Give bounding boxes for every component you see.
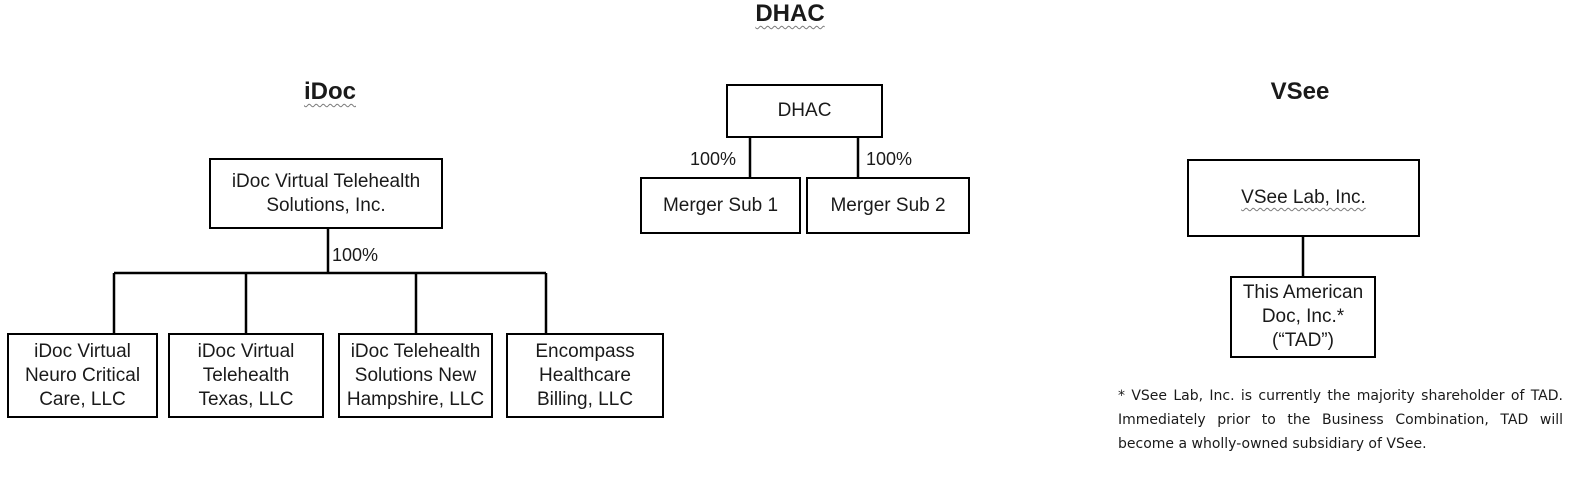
tad-line3: (“TAD”)	[1272, 330, 1334, 351]
idoc-sub-line: iDoc Virtual	[34, 340, 131, 362]
merger-sub-1-label: Merger Sub 1	[662, 194, 779, 216]
idoc-sub-line: Telehealth	[202, 364, 290, 386]
idoc-parent-box: iDoc Virtual Telehealth Solutions, Inc.	[209, 158, 443, 229]
idoc-section-title: iDoc	[280, 78, 380, 106]
vsee-parent-label: VSee Lab, Inc.	[1241, 187, 1366, 208]
dhac-ownership-left-label: 100%	[690, 149, 737, 169]
vsee-footnote: * VSee Lab, Inc. is currently the majori…	[1118, 388, 1563, 452]
dhac-ownership-right-label: 100%	[866, 149, 913, 169]
tad-line1: This American	[1242, 282, 1364, 303]
idoc-ownership-label: 100%	[332, 245, 379, 265]
idoc-sub-line: iDoc Virtual	[197, 340, 295, 362]
tad-box: This American Doc, Inc.* (“TAD”)	[1230, 276, 1376, 358]
idoc-sub-line: Billing, LLC	[536, 388, 634, 410]
vsee-section-title-text: VSee	[1270, 78, 1330, 105]
idoc-subsidiary-box: Encompass Healthcare Billing, LLC	[506, 333, 664, 418]
idoc-sub-line: Care, LLC	[39, 388, 126, 410]
idoc-subsidiary-box: iDoc Virtual Telehealth Texas, LLC	[168, 333, 324, 418]
vsee-parent-box: VSee Lab, Inc.	[1187, 159, 1420, 237]
idoc-sub-line: Neuro Critical	[24, 364, 141, 386]
merger-sub-2-box: Merger Sub 2	[806, 177, 970, 234]
idoc-parent-line1: iDoc Virtual Telehealth	[231, 170, 421, 192]
idoc-sub-line: Solutions New	[354, 364, 477, 386]
merger-sub-2-label: Merger Sub 2	[830, 194, 946, 216]
idoc-sub-line: Hampshire, LLC	[346, 388, 485, 410]
vsee-section-title: VSee	[1250, 78, 1350, 106]
idoc-subsidiary-box: iDoc Telehealth Solutions New Hampshire,…	[338, 333, 493, 418]
merger-sub-1-box: Merger Sub 1	[640, 177, 801, 234]
tad-line2: Doc, Inc.*	[1261, 306, 1345, 327]
idoc-parent-line2: Solutions, Inc.	[266, 194, 386, 216]
idoc-sub-line: Healthcare	[539, 364, 631, 386]
dhac-parent-box: DHAC	[726, 84, 883, 138]
idoc-subsidiary-box: iDoc Virtual Neuro Critical Care, LLC	[7, 333, 158, 418]
dhac-parent-label: DHAC	[777, 100, 832, 121]
page-title-text: DHAC	[755, 0, 825, 27]
idoc-sub-line: Encompass	[535, 340, 635, 362]
idoc-sub-line: Texas, LLC	[198, 388, 294, 410]
idoc-section-title-text: iDoc	[303, 78, 356, 105]
idoc-sub-line: iDoc Telehealth	[350, 340, 481, 362]
page-title: DHAC	[740, 0, 840, 28]
